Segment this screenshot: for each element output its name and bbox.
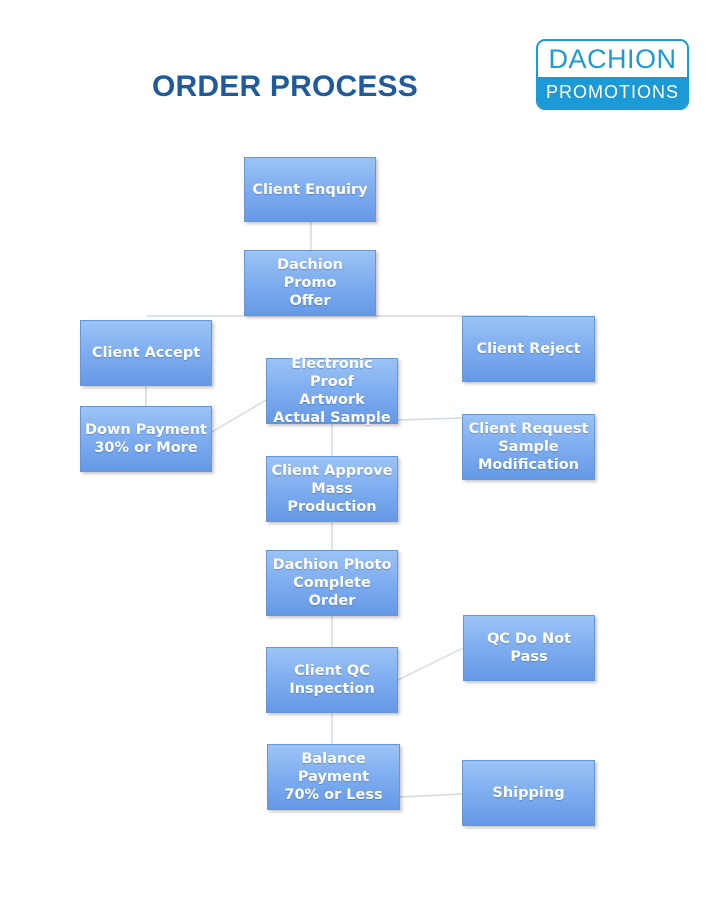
node-qc-do-not-pass: QC Do Not Pass [463,615,595,681]
node-down-payment: Down Payment 30% or More [80,406,212,472]
link-proof-modification [397,417,463,421]
link-downpayment-proof [211,399,267,433]
link-balance-shipping [399,793,463,798]
node-shipping: Shipping [462,760,595,826]
link-qc-notpass [397,647,464,681]
node-dachion-promo-offer: Dachion Promo Offer [244,250,376,316]
page-title: ORDER PROCESS [152,70,418,103]
node-client-enquiry: Client Enquiry [244,157,376,222]
node-balance-payment: Balance Payment 70% or Less [267,744,400,810]
node-client-approve: Client Approve Mass Production [266,456,398,522]
node-client-request-modification: Client Request Sample Modification [462,414,595,480]
dachion-logo: DACHION PROMOTIONS [536,39,689,110]
node-client-qc-inspection: Client QC Inspection [266,647,398,713]
node-electronic-proof: Electronic Proof Artwork Actual Sample [266,356,398,426]
node-client-reject: Client Reject [462,316,595,382]
logo-tagline: PROMOTIONS [538,77,687,108]
logo-wordmark: DACHION [548,43,677,74]
node-dachion-photo: Dachion Photo Complete Order [266,550,398,616]
node-client-accept: Client Accept [80,320,212,386]
